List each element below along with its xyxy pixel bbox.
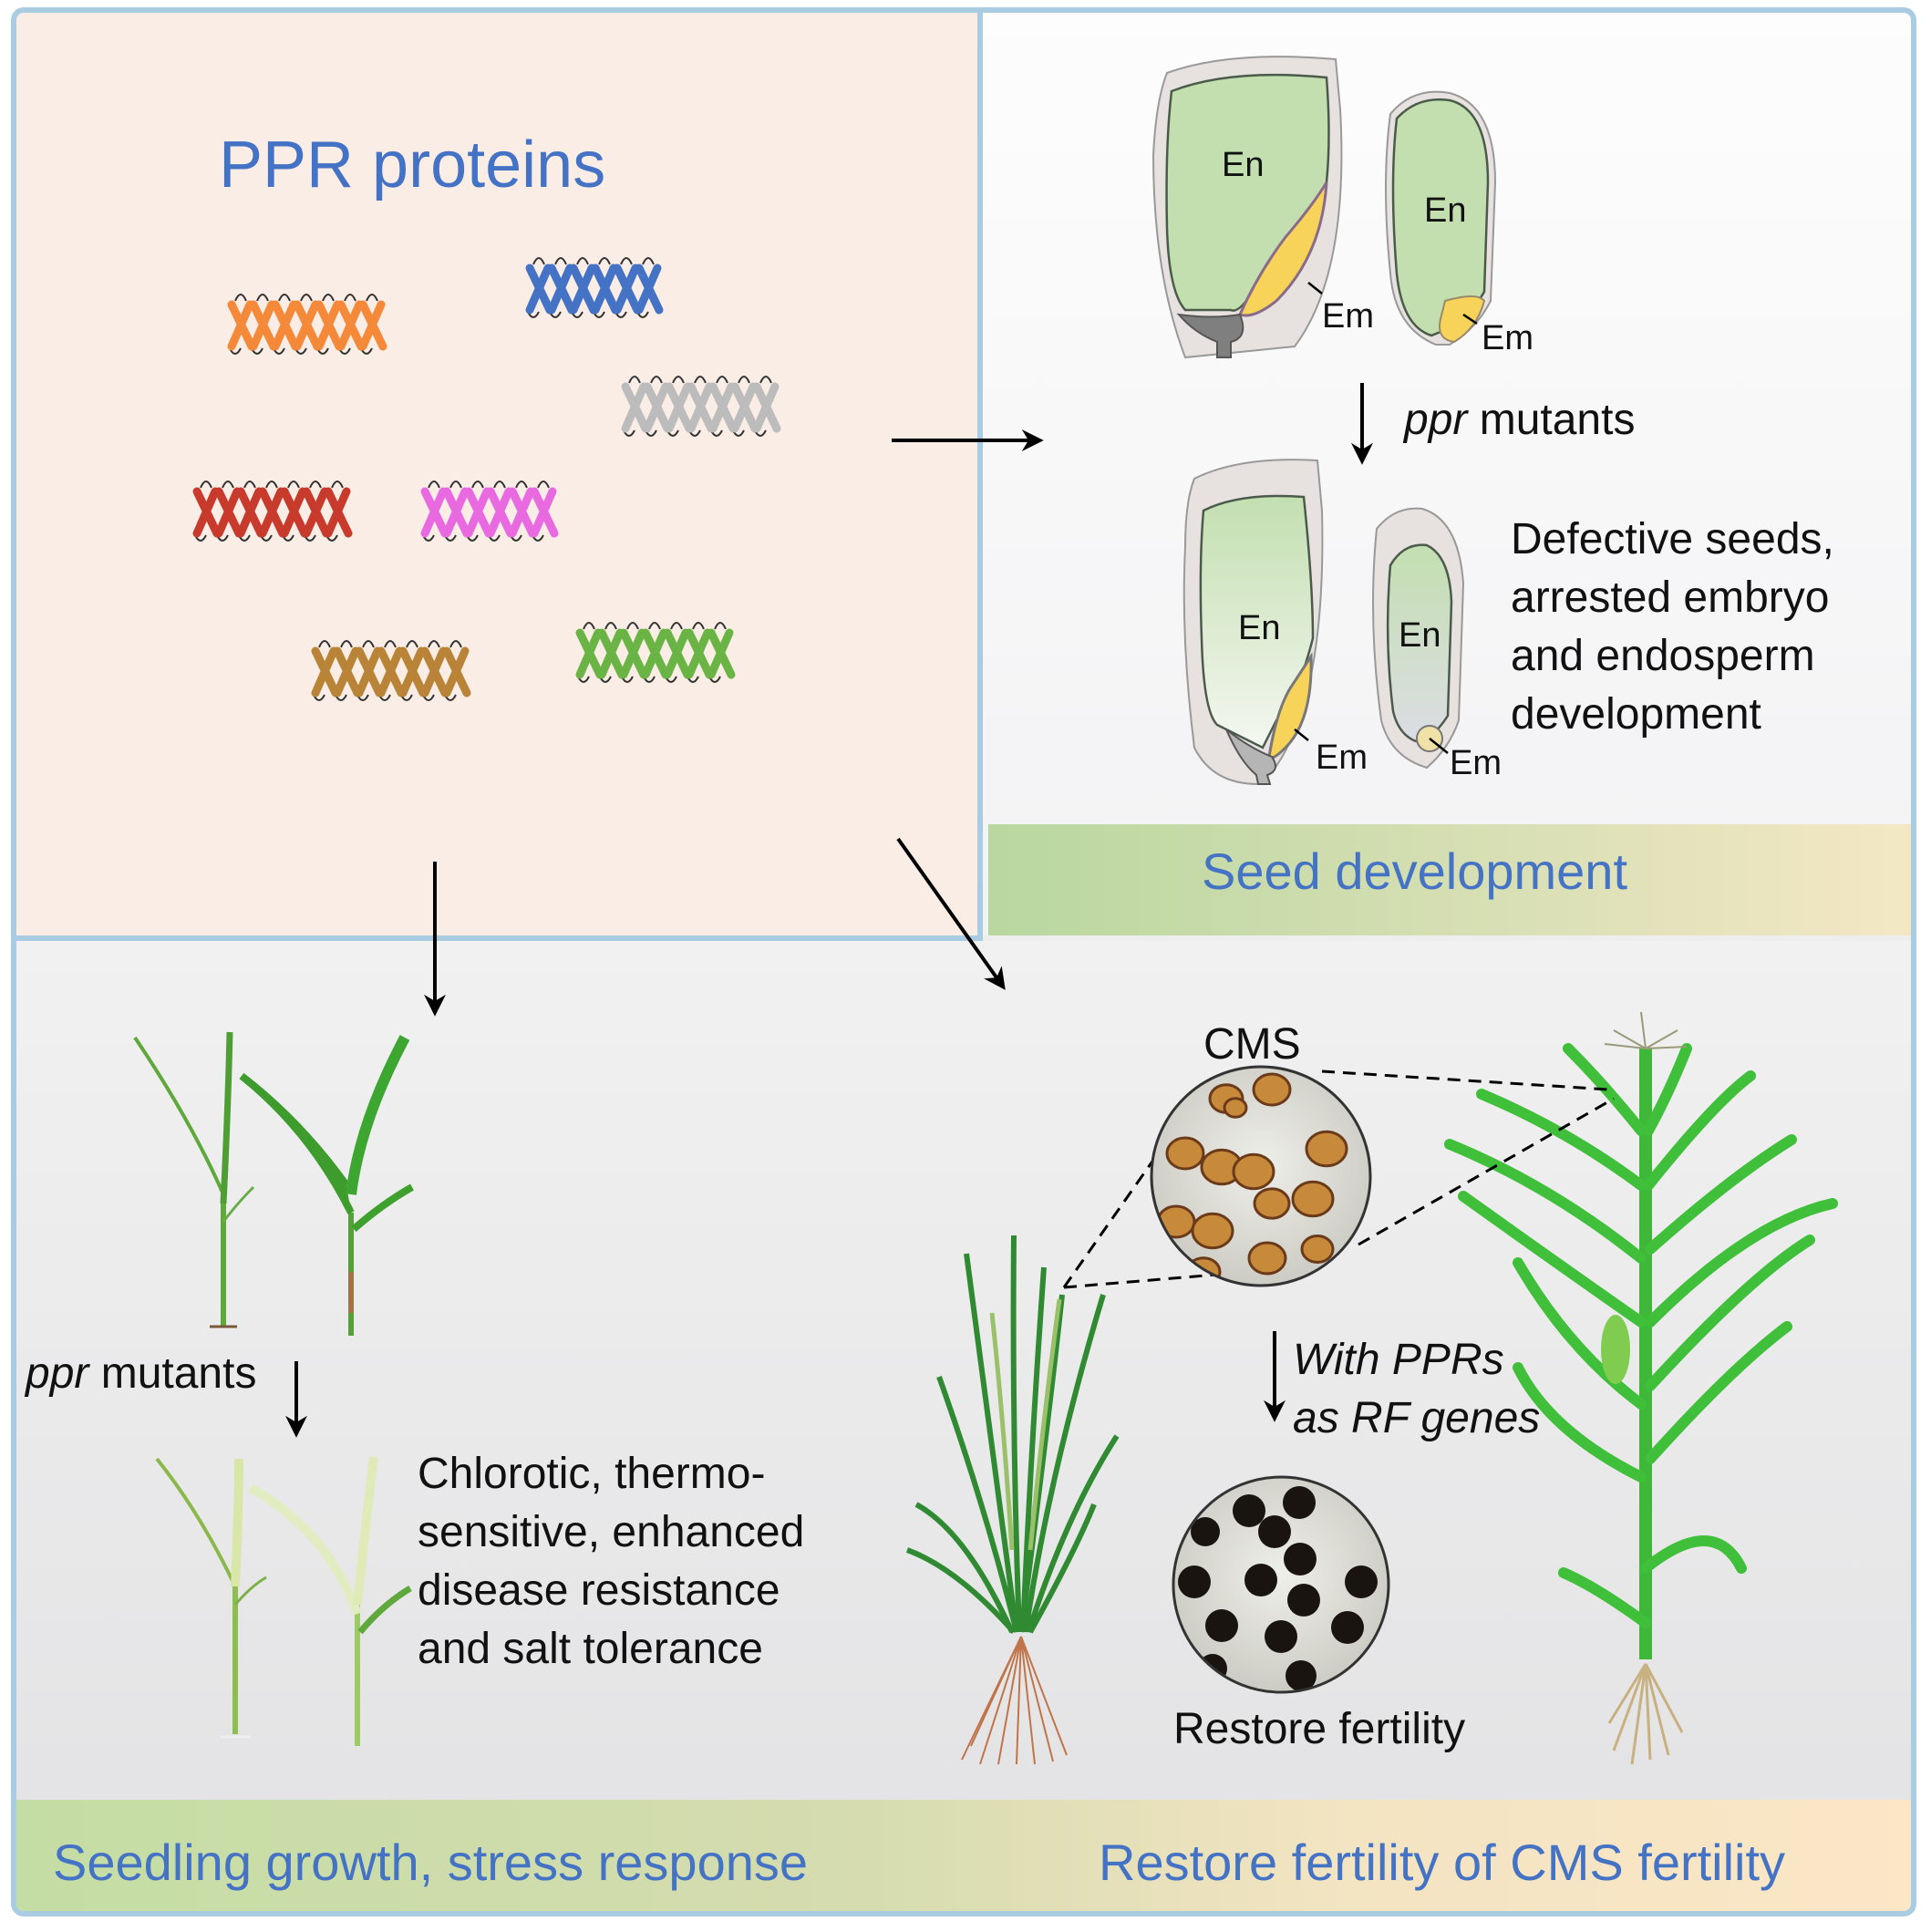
endosperm-label: En xyxy=(1424,191,1467,230)
embryo-label: Em xyxy=(1482,319,1533,357)
seed-phenotype-line: development xyxy=(1511,690,1761,739)
rf-genes-line: With PPRs xyxy=(1293,1336,1504,1384)
endosperm-label: En xyxy=(1222,146,1265,184)
ppr-italic: ppr xyxy=(26,1349,89,1398)
seedling-phenotype-line: Chlorotic, thermo- xyxy=(418,1450,766,1498)
ppr-proteins-title: PPR proteins xyxy=(219,129,606,201)
endosperm-label: En xyxy=(1399,616,1441,655)
cms-label: CMS xyxy=(1203,1020,1301,1069)
seedling-phenotype-text: Chlorotic, thermo- sensitive, enhanced d… xyxy=(418,1445,804,1679)
seedling-phenotype-line: and salt tolerance xyxy=(418,1625,763,1673)
seed-phenotype-text: Defective seeds, arrested embryo and end… xyxy=(1511,511,1834,744)
seed-development-banner-label: Seed development xyxy=(1202,842,1628,900)
figure-frame xyxy=(11,7,1916,1917)
embryo-label: Em xyxy=(1450,744,1502,782)
seedling-phenotype-line: sensitive, enhanced xyxy=(418,1508,805,1556)
seedling-banner-label: Seedling growth, stress response xyxy=(53,1834,808,1891)
seed-development-panel xyxy=(983,13,1911,935)
endosperm-label: En xyxy=(1238,609,1281,647)
ppr-proteins-panel xyxy=(16,13,983,941)
bottom-banner xyxy=(16,1800,1911,1911)
rf-genes-label: With PPRs as RF genes xyxy=(1293,1331,1540,1448)
seedling-fertility-panel xyxy=(16,941,1911,1911)
seed-phenotype-line: and endosperm xyxy=(1511,632,1815,680)
restore-fertility-label: Restore fertility xyxy=(1173,1705,1466,1753)
seed-phenotype-line: Defective seeds, xyxy=(1511,515,1834,563)
mutants-text: mutants xyxy=(1467,396,1636,444)
seedling-mutant-label: ppr mutants xyxy=(26,1352,256,1396)
seed-phenotype-line: arrested embryo xyxy=(1511,573,1830,622)
embryo-label: Em xyxy=(1316,739,1368,777)
ppr-italic: ppr xyxy=(1404,396,1468,444)
seed-mutant-label: ppr mutants xyxy=(1404,398,1635,442)
fertility-banner-label: Restore fertility of CMS fertility xyxy=(1099,1834,1786,1891)
rf-genes-line: as RF genes xyxy=(1293,1394,1541,1442)
seed-development-banner xyxy=(988,824,1911,935)
mutants-text: mutants xyxy=(88,1349,257,1398)
embryo-label: Em xyxy=(1322,297,1374,336)
seedling-phenotype-line: disease resistance xyxy=(418,1566,780,1615)
